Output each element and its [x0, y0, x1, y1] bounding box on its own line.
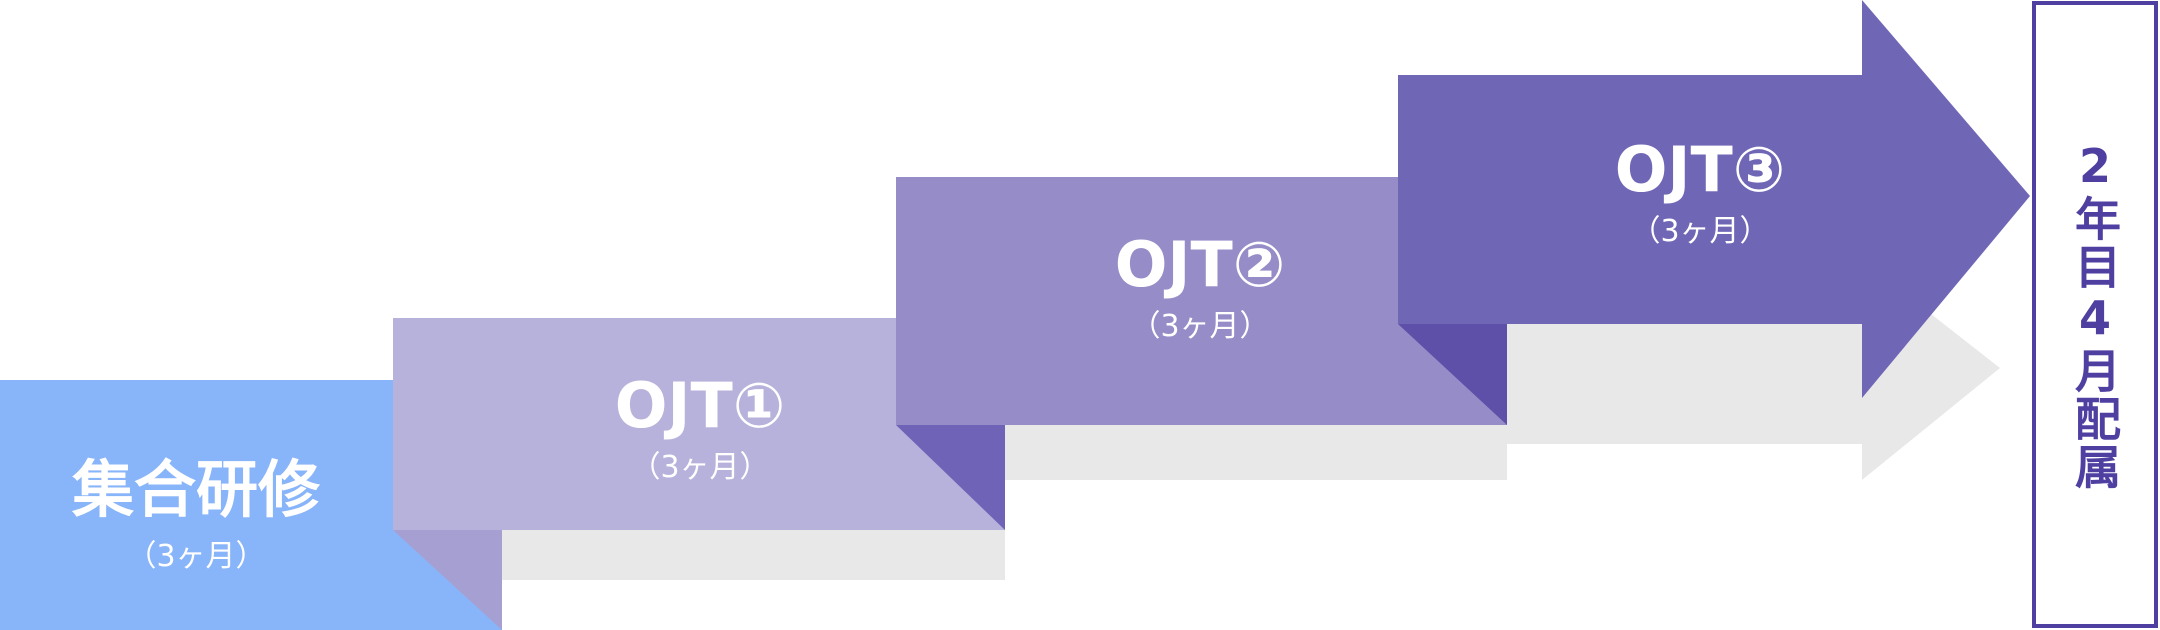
fold-ojt1	[393, 530, 502, 630]
step-title-ojt1: OJT①	[614, 369, 786, 442]
step-arrow-ojt3	[1398, 0, 2030, 398]
step-duration-ojt3: （3ヶ月）	[1630, 214, 1770, 249]
step-title-ojt2: OJT②	[1114, 228, 1286, 301]
fold-ojt3	[1398, 324, 1507, 425]
step-duration-ojt2: （3ヶ月）	[1130, 309, 1270, 344]
step-duration-ojt1: （3ヶ月）	[630, 450, 770, 485]
fold-ojt2	[896, 425, 1005, 530]
step-title-group-training: 集合研修	[71, 453, 321, 526]
final-assignment-box: 2年目4月配属	[2032, 1, 2158, 628]
step-title-ojt3: OJT③	[1614, 133, 1786, 206]
final-assignment-label: 2年目4月配属	[2068, 138, 2122, 491]
step-duration-group-training: （3ヶ月）	[126, 539, 266, 574]
